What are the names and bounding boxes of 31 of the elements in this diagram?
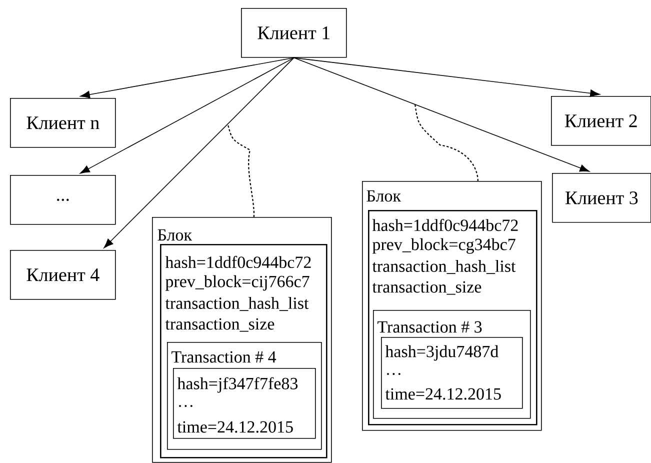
field-text: hash=1ddf0c944bc72 (165, 256, 311, 268)
field-text: hash=1ddf0c944bc72 (372, 218, 518, 232)
client-box: Клиент 3 (552, 172, 651, 223)
arrow (80, 57, 294, 174)
field-text: transaction_size (372, 281, 482, 295)
arrow (294, 57, 590, 172)
client-box: ... (10, 174, 116, 225)
client-box: Клиент 2 (551, 96, 651, 146)
transaction-heading: Transaction # 4 (172, 351, 276, 363)
field-text: … (179, 404, 192, 407)
transaction-heading: Transaction # 3 (378, 321, 482, 333)
block-heading: Блок (366, 190, 401, 202)
client-box: Клиент 1 (241, 8, 347, 58)
field-text: hash=3jdu7487d (385, 345, 498, 361)
arrow (104, 57, 294, 248)
field-text: transaction_hash_list (372, 260, 516, 274)
leader-line (227, 124, 254, 217)
field-text: transaction_hash_list (165, 297, 309, 311)
field-text: prev_block=cij766c7 (165, 275, 310, 291)
arrow (80, 57, 294, 98)
arrow (294, 57, 600, 97)
client-box: Клиент n (10, 98, 116, 148)
block-heading: Блок (158, 229, 192, 241)
field-text: … (387, 372, 400, 375)
field-text: transaction_size (165, 318, 274, 332)
field-text: time=24.12.2015 (385, 388, 501, 400)
field-text: time=24.12.2015 (177, 421, 293, 433)
field-text: prev_block=cg34bc7 (372, 238, 516, 254)
client-box: Клиент 4 (10, 250, 116, 300)
field-text: hash=jf347f7fe83 (177, 377, 298, 393)
leader-line (414, 104, 478, 182)
